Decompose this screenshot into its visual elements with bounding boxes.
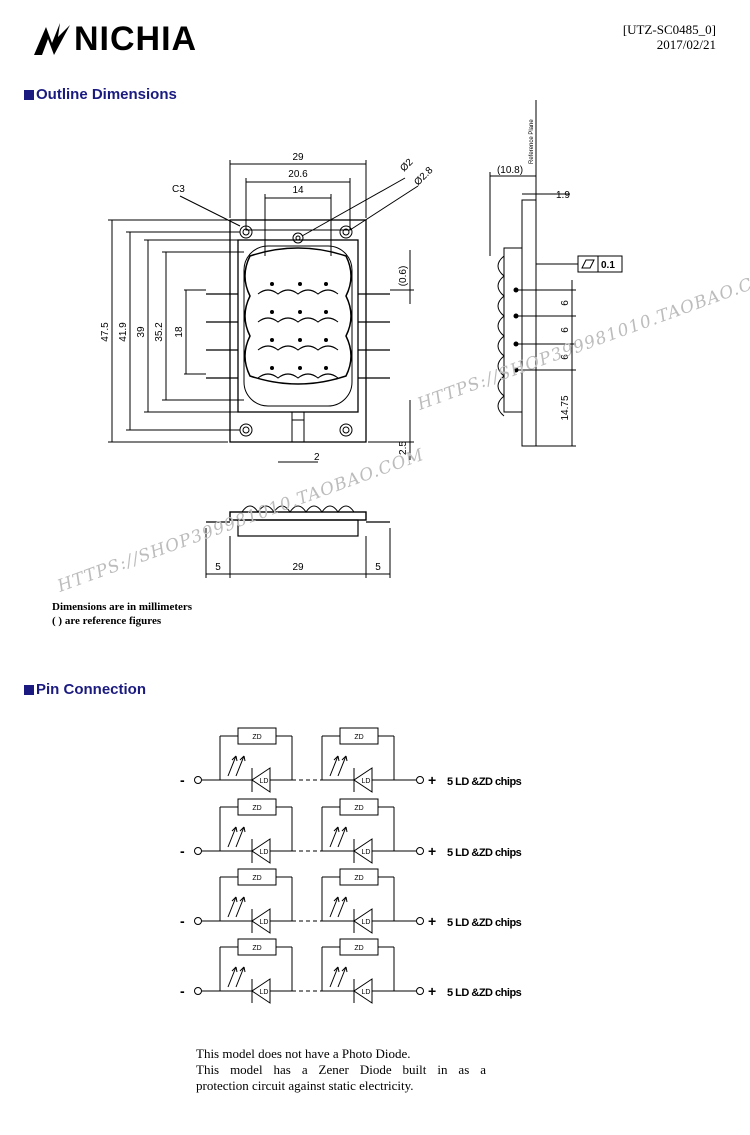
dim-0-6: (0.6) — [398, 266, 409, 287]
dim-47-5: 47.5 — [100, 322, 111, 342]
nichia-logo-mark-icon — [34, 22, 70, 55]
plus-terminal — [416, 917, 424, 925]
dim-2: 2 — [314, 452, 320, 463]
dim-bottom-5-right: 5 — [375, 562, 381, 573]
plus-terminal-label: + — [428, 983, 436, 999]
bullet-square-icon — [24, 684, 34, 695]
ld-label: LD — [362, 989, 371, 996]
footer-line-2: This model has a Zener Diode built in as… — [196, 1062, 486, 1077]
nichia-logo: NICHIA — [30, 20, 197, 59]
note-reference-figures: ( ) are reference figures — [52, 615, 162, 627]
minus-terminal — [194, 917, 202, 925]
pin-connection-heading-text: Pin Connection — [36, 681, 146, 698]
plus-terminal-label: + — [428, 772, 436, 788]
dim-flatness-0-1: 0.1 — [601, 260, 615, 271]
row-chip-count-label: 5 LD &ZD chips — [447, 917, 522, 929]
outline-drawing: 29 20.6 14 C3 Ø2 Ø2.8 (0.6) 47.5 41.9 39… — [54, 100, 750, 597]
row-chip-count-label: 5 LD &ZD chips — [447, 776, 522, 788]
footer-notes: This model does not have a Photo Diode. … — [196, 1046, 486, 1094]
zd-label: ZD — [354, 945, 363, 952]
minus-terminal-label: - — [180, 913, 185, 929]
dim-14-75: 14.75 — [560, 395, 571, 420]
dim-1-9: 1.9 — [556, 190, 570, 201]
plus-terminal — [416, 847, 424, 855]
minus-terminal-label: - — [180, 843, 185, 859]
plus-terminal-label: + — [428, 843, 436, 859]
brand-name: NICHIA — [74, 20, 198, 58]
dim-pitch-6-a: 6 — [560, 300, 571, 306]
dim-bottom-29: 29 — [292, 562, 304, 573]
pin-connection-heading: Pin Connection — [24, 681, 146, 698]
zd-label: ZD — [252, 945, 261, 952]
minus-terminal — [194, 847, 202, 855]
plus-terminal-label: + — [428, 913, 436, 929]
dim-pitch-6-c: 6 — [560, 354, 571, 360]
dim-35-2: 35.2 — [154, 322, 165, 342]
footer-line-1: This model does not have a Photo Diode. — [196, 1046, 411, 1061]
dim-10-8: (10.8) — [497, 165, 523, 176]
zd-label: ZD — [354, 805, 363, 812]
document-id-block: [UTZ-SC0485_0] 2017/02/21 — [623, 22, 716, 52]
outline-heading-text: Outline Dimensions — [36, 86, 177, 103]
document-date: 2017/02/21 — [656, 37, 716, 52]
dim-18: 18 — [174, 326, 185, 338]
ld-label: LD — [260, 989, 269, 996]
dim-bottom-5-left: 5 — [215, 562, 221, 573]
plus-terminal — [416, 776, 424, 784]
pin-connection-diagram: - ZD LD ZD LD +5 LD &ZD chips - ZD LD ZD LD +5 LD &… — [180, 727, 522, 1004]
dim-phi-2-8: Ø2.8 — [412, 165, 435, 188]
dim-c3: C3 — [172, 184, 185, 195]
zd-label: ZD — [252, 734, 261, 741]
footer-line-3: protection circuit against static electr… — [196, 1078, 414, 1093]
row-chip-count-label: 5 LD &ZD chips — [447, 847, 522, 859]
ld-label: LD — [362, 778, 371, 785]
zd-label: ZD — [354, 875, 363, 882]
ld-label: LD — [260, 919, 269, 926]
plus-terminal — [416, 987, 424, 995]
watermark-text-2: HTTPS://SHOP399981010.TAOBAO.COM — [414, 263, 750, 415]
bullet-square-icon — [24, 89, 34, 100]
minus-terminal — [194, 776, 202, 784]
ld-label: LD — [362, 849, 371, 856]
outline-heading: Outline Dimensions — [24, 86, 177, 103]
minus-terminal-label: - — [180, 772, 185, 788]
minus-terminal-label: - — [180, 983, 185, 999]
dim-39: 39 — [136, 326, 147, 338]
row-chip-count-label: 5 LD &ZD chips — [447, 987, 522, 999]
dim-41-9: 41.9 — [118, 322, 129, 342]
dim-phi-2: Ø2 — [398, 157, 416, 175]
ld-label: LD — [260, 849, 269, 856]
dim-14: 14 — [292, 185, 304, 196]
ld-label: LD — [260, 778, 269, 785]
document-code: [UTZ-SC0485_0] — [622, 22, 716, 37]
note-millimeters: Dimensions are in millimeters — [52, 601, 193, 613]
zd-label: ZD — [252, 875, 261, 882]
dim-2-5: 2.5 — [398, 441, 409, 455]
dim-pitch-6-b: 6 — [560, 327, 571, 333]
zd-label: ZD — [354, 734, 363, 741]
dim-29-top: 29 — [292, 152, 304, 163]
zd-label: ZD — [252, 805, 261, 812]
ld-label: LD — [362, 919, 371, 926]
minus-terminal — [194, 987, 202, 995]
outline-notes: Dimensions are in millimeters ( ) are re… — [52, 600, 192, 628]
dim-20-6: 20.6 — [288, 169, 308, 180]
reference-plane-label: Reference Plane — [529, 119, 535, 164]
